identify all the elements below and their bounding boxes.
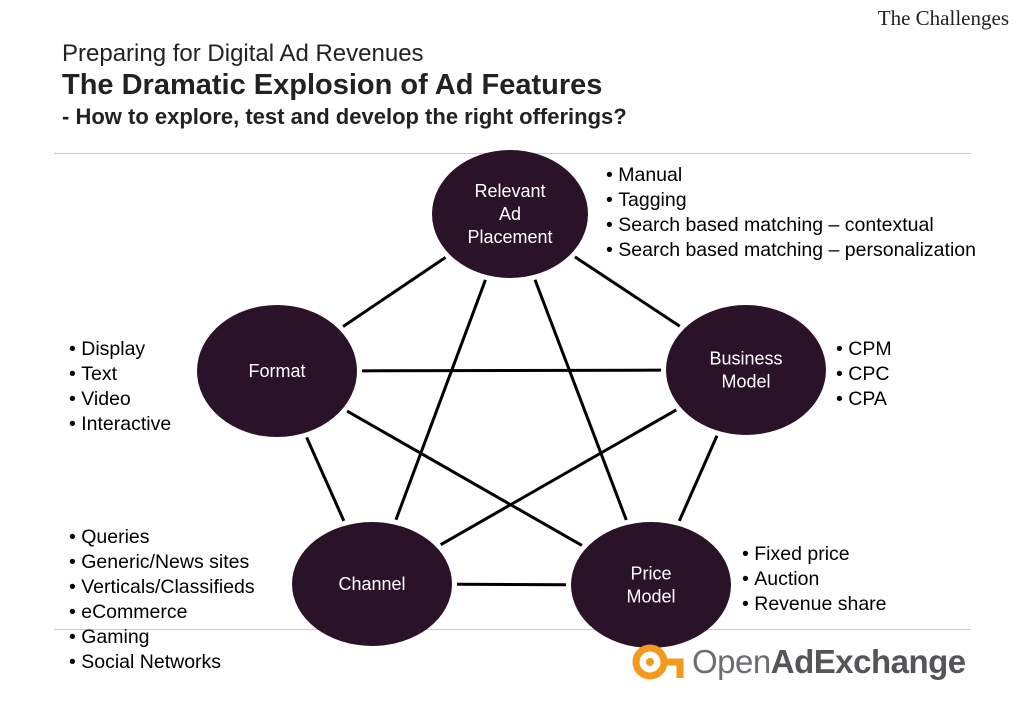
node-format: Format: [197, 305, 357, 437]
price-option-0: Fixed price: [742, 542, 887, 567]
channel-option-2: Verticals/Classifieds: [69, 575, 254, 600]
placement-option-0: Manual: [606, 163, 976, 188]
format-option-3: Interactive: [69, 412, 171, 437]
section-title: The Challenges: [877, 6, 1009, 30]
channel-option-1: Generic/News sites: [69, 550, 255, 575]
format-option-2: Video: [69, 387, 171, 412]
node-price-model-label-0: Price: [630, 564, 671, 584]
channel-options-list: QueriesGeneric/News sitesVerticals/Class…: [69, 525, 255, 675]
business-option-2: CPA: [836, 387, 892, 412]
channel-option-0: Queries: [69, 525, 255, 550]
edge-format-to-price-model: [346, 409, 583, 547]
node-relevant-ad-placement-label-1: Ad: [499, 204, 521, 224]
slide-question: - How to explore, test and develop the r…: [62, 104, 627, 129]
placement-option-2: Search based matching – contextual: [606, 213, 976, 238]
channel-option-4: Gaming: [69, 625, 255, 650]
node-channel-shape: [292, 522, 452, 646]
node-relevant-ad-placement-label-2: Placement: [467, 227, 552, 247]
bottom-divider: [54, 629, 971, 630]
price-option-2: Revenue share: [742, 592, 886, 617]
business-option-1: CPC: [836, 362, 892, 387]
placement-option-3: Search based matching – personalization: [606, 238, 976, 263]
format-option-0: Display: [69, 337, 171, 362]
node-price-model-shape: [571, 522, 731, 648]
node-relevant-ad-placement-label-0: Relevant: [474, 181, 545, 201]
edge-format-to-business-model: [361, 368, 662, 373]
edge-format-to-channel: [305, 436, 346, 522]
price-option-1: Auction: [742, 567, 887, 592]
business-model-options-list: CPMCPCCPA: [836, 337, 892, 412]
price-model-options-list: Fixed priceAuctionRevenue share: [742, 542, 887, 617]
node-relevant-ad-placement-shape: [432, 150, 588, 278]
node-price-model-label-1: Model: [626, 587, 675, 607]
edge-business-model-to-channel: [439, 408, 677, 546]
channel-option-3: eCommerce: [69, 600, 255, 625]
node-business-model-label-1: Model: [721, 372, 770, 392]
diagram-edges: [305, 255, 719, 587]
node-channel: Channel: [292, 522, 452, 646]
slide-title: The Dramatic Explosion of Ad Features: [62, 69, 603, 101]
placement-options-list: ManualTaggingSearch based matching – con…: [606, 163, 976, 263]
slide-header: Preparing for Digital Ad Revenues The Dr…: [62, 40, 627, 132]
diagram-nodes: RelevantAdPlacementBusinessModelPriceMod…: [197, 150, 826, 648]
node-format-label-0: Format: [248, 361, 305, 381]
placement-option-1: Tagging: [606, 188, 976, 213]
edge-relevant-ad-placement-to-business-model: [574, 255, 681, 328]
edge-relevant-ad-placement-to-format: [342, 256, 447, 328]
edge-relevant-ad-placement-to-channel: [394, 279, 487, 521]
node-channel-label-0: Channel: [338, 574, 405, 594]
format-options-list: DisplayTextVideoInteractive: [69, 337, 171, 437]
format-option-1: Text: [69, 362, 171, 387]
node-format-shape: [197, 305, 357, 437]
logo-wordmark: OpenAdExchange: [692, 643, 966, 680]
edge-business-model-to-price-model: [677, 435, 719, 522]
slide-subtitle: Preparing for Digital Ad Revenues: [62, 40, 424, 67]
channel-option-5: Social Networks: [69, 650, 255, 675]
edge-relevant-ad-placement-to-price-model: [533, 279, 628, 521]
business-option-0: CPM: [836, 337, 891, 362]
node-business-model-label-0: Business: [709, 349, 782, 369]
open-ad-exchange-logo: OpenAdExchange: [630, 640, 966, 684]
open-ad-exchange-logo-icon: [632, 644, 684, 680]
node-business-model-shape: [666, 305, 826, 435]
